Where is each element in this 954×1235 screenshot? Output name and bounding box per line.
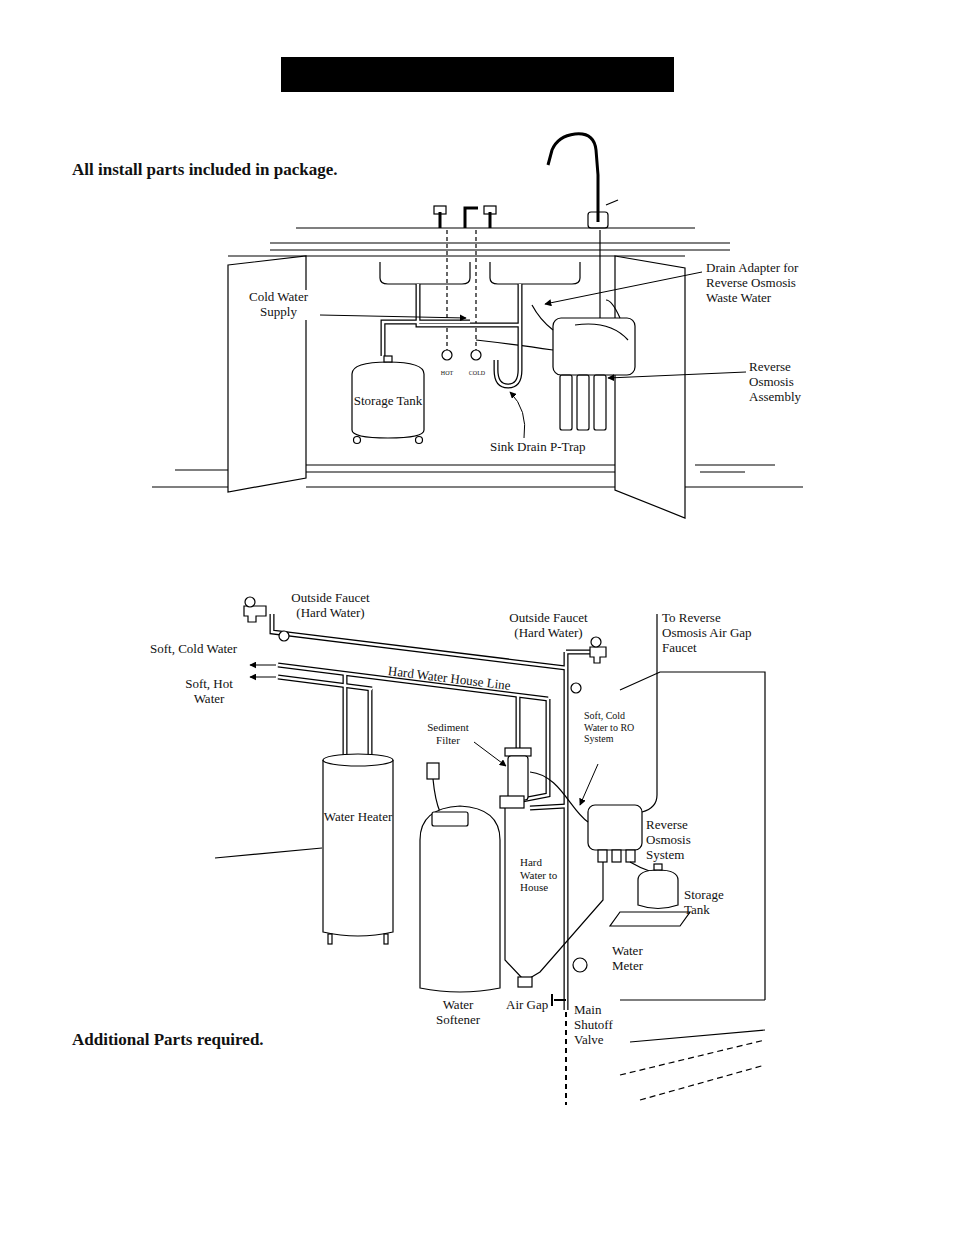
valve-label: COLD <box>465 370 489 377</box>
flow-label: Soft, Cold Water to RO System <box>584 710 646 745</box>
flow-label: Hard Water to House <box>520 856 562 894</box>
part-label: Drain Adapter for Reverse Osmosis Waste … <box>706 261 806 306</box>
part-label: Sink Drain P-Trap <box>490 440 610 455</box>
part-label: Outside Faucet (Hard Water) <box>283 591 378 621</box>
part-label: Storage Tank <box>684 888 740 918</box>
part-label: Outside Faucet (Hard Water) <box>501 611 596 641</box>
part-label: Reverse Osmosis System <box>646 818 702 863</box>
part-label: Sediment Filter <box>420 721 476 746</box>
pipe-outline <box>272 284 590 1010</box>
part-label: Water Meter <box>612 944 660 974</box>
house-plumbing <box>215 672 765 1105</box>
part-label: To Reverse Osmosis Air Gap Faucet <box>662 611 764 656</box>
flow-label: Soft, Hot Water <box>180 677 238 707</box>
water-heater: Water Heater <box>322 752 394 944</box>
node-text: Storage Tank <box>348 394 428 409</box>
note: Additional Parts required. <box>72 1030 392 1050</box>
pipe-fill <box>272 284 590 1010</box>
intro-note: All install parts included in package. <box>72 160 492 180</box>
flow-label: Soft, Cold Water <box>150 642 250 657</box>
pipe-label: Hard Water House Line <box>387 664 533 696</box>
storage-tank: Storage Tank <box>348 356 428 444</box>
leader-lines <box>250 272 746 805</box>
house-equipment <box>244 597 690 1006</box>
part-label: Cold Water Supply <box>241 290 316 320</box>
part-label: Main Shutoff Valve <box>574 1003 624 1048</box>
node-text: Water Heater <box>322 810 394 825</box>
valve-label: HOT <box>436 370 458 377</box>
part-label: Air Gap <box>506 998 558 1013</box>
heater-outline <box>322 752 394 944</box>
part-label: Water Softener <box>425 998 491 1028</box>
part-label: Reverse Osmosis Assembly <box>749 360 815 405</box>
title-bar <box>281 57 674 92</box>
